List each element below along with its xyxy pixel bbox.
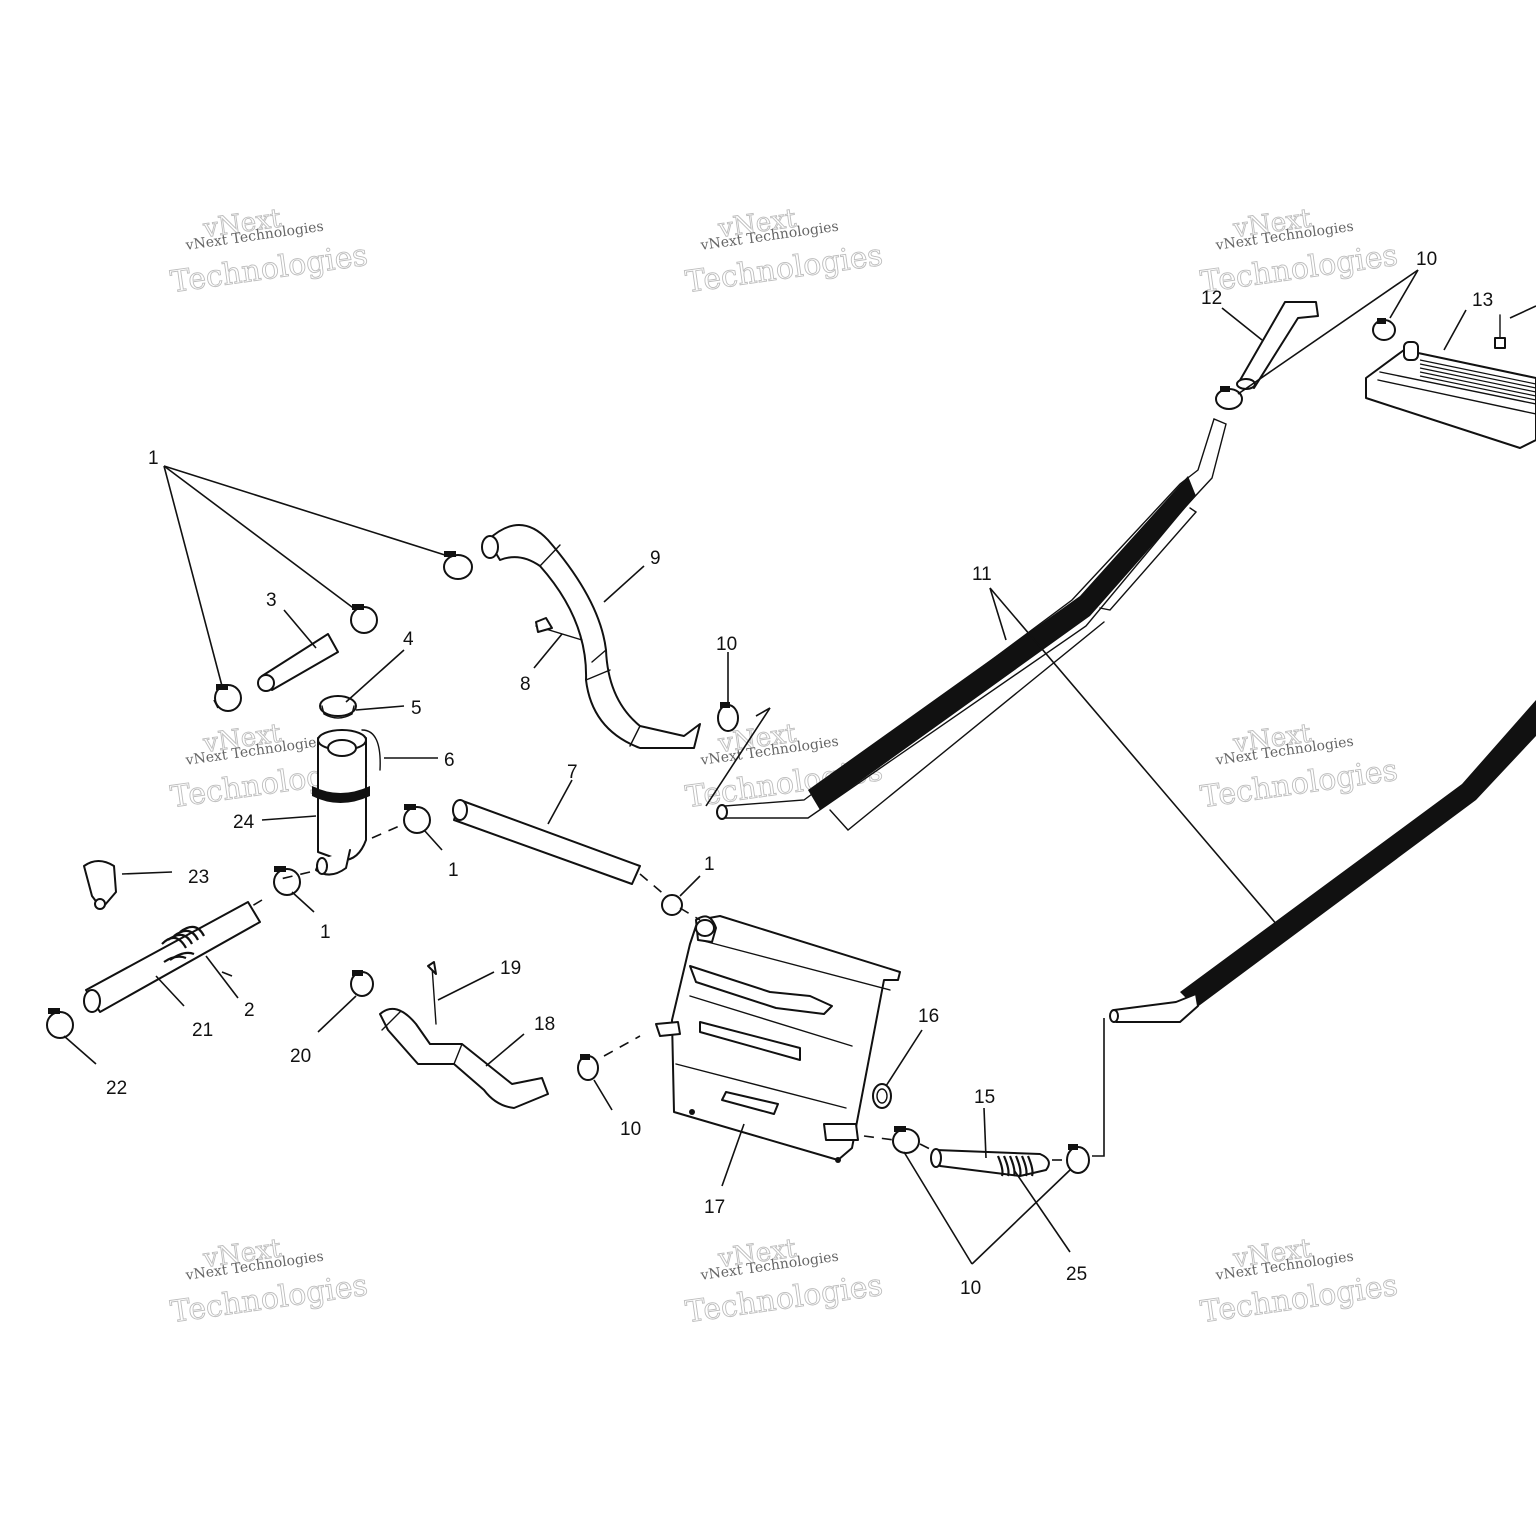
hose-clamp	[403, 804, 431, 834]
callout-label-7: 7	[567, 762, 578, 783]
callout-labels: 1 1 1 1 2 3 4 5 6 7 8 9 10 10 10 10 11 1…	[106, 249, 1493, 1299]
hose-clamp	[1215, 386, 1243, 410]
hose-clamp	[214, 684, 242, 712]
curved-hose-part-9	[481, 524, 701, 749]
hose-part-18	[379, 1007, 549, 1109]
hose-clamp	[443, 551, 473, 580]
callout-label-5: 5	[411, 698, 422, 719]
reservoir-cap-part-4	[319, 695, 357, 719]
heat-exchanger-block-part-17	[655, 915, 901, 1163]
o-ring-part-16	[872, 1083, 892, 1109]
callout-label-1: 1	[704, 854, 715, 875]
callout-label-18: 18	[534, 1014, 555, 1035]
leader-lines	[63, 269, 1536, 1265]
short-hose-part-3	[257, 633, 339, 692]
elbow-hose-part-12	[1236, 301, 1319, 390]
callout-label-8: 8	[520, 674, 531, 695]
hose-clamp	[717, 702, 739, 732]
callout-label-25: 25	[1066, 1264, 1087, 1285]
hose-clamp	[661, 894, 683, 916]
callout-label-24: 24	[233, 812, 255, 833]
callout-label-9: 9	[650, 548, 661, 569]
callout-label-11: 11	[972, 564, 992, 585]
pin-part-19	[427, 961, 437, 1025]
bracket-part-23	[83, 860, 117, 910]
hose-part-15	[930, 1148, 1050, 1177]
callout-label-10: 10	[620, 1119, 641, 1140]
straight-hose-part-7	[452, 799, 641, 885]
tie-part-8	[535, 617, 583, 641]
callout-label-10: 10	[1416, 249, 1437, 270]
reservoir-bottle-part-24	[312, 729, 381, 876]
callout-label-1: 1	[148, 448, 159, 469]
callout-label-3: 3	[266, 590, 277, 611]
callout-label-23: 23	[188, 867, 209, 888]
callout-label-13: 13	[1472, 290, 1493, 311]
rail-hose-part-11-upper	[716, 418, 1227, 831]
callout-label-21: 21	[192, 1020, 213, 1041]
heat-exchanger-part-13	[1365, 314, 1536, 449]
callout-label-10: 10	[716, 634, 737, 655]
hose-clamp	[1066, 1144, 1090, 1174]
callout-label-6: 6	[444, 750, 455, 771]
callout-label-4: 4	[403, 629, 414, 650]
hose-clamp	[350, 604, 378, 634]
callout-label-12: 12	[1201, 288, 1222, 309]
callout-label-15: 15	[974, 1087, 995, 1108]
hose-clamp-part-22	[46, 1008, 74, 1039]
callout-label-22: 22	[106, 1078, 127, 1099]
callout-label-1: 1	[448, 860, 459, 881]
callout-label-16: 16	[918, 1006, 939, 1027]
hose-clamp-part-20	[350, 970, 374, 997]
callout-label-2: 2	[244, 1000, 255, 1021]
callout-label-17: 17	[704, 1197, 725, 1218]
hose-clamp	[273, 866, 301, 896]
callout-label-1: 1	[320, 922, 331, 943]
hose-part-21	[83, 901, 261, 1013]
rail-hose-part-11-lower	[1109, 700, 1536, 1023]
callout-label-10: 10	[960, 1278, 981, 1299]
hose-clamp	[1372, 318, 1396, 341]
callout-label-19: 19	[500, 958, 521, 979]
hose-clamp	[577, 1054, 599, 1081]
hose-clamp	[892, 1126, 920, 1154]
callout-label-20: 20	[290, 1046, 311, 1067]
